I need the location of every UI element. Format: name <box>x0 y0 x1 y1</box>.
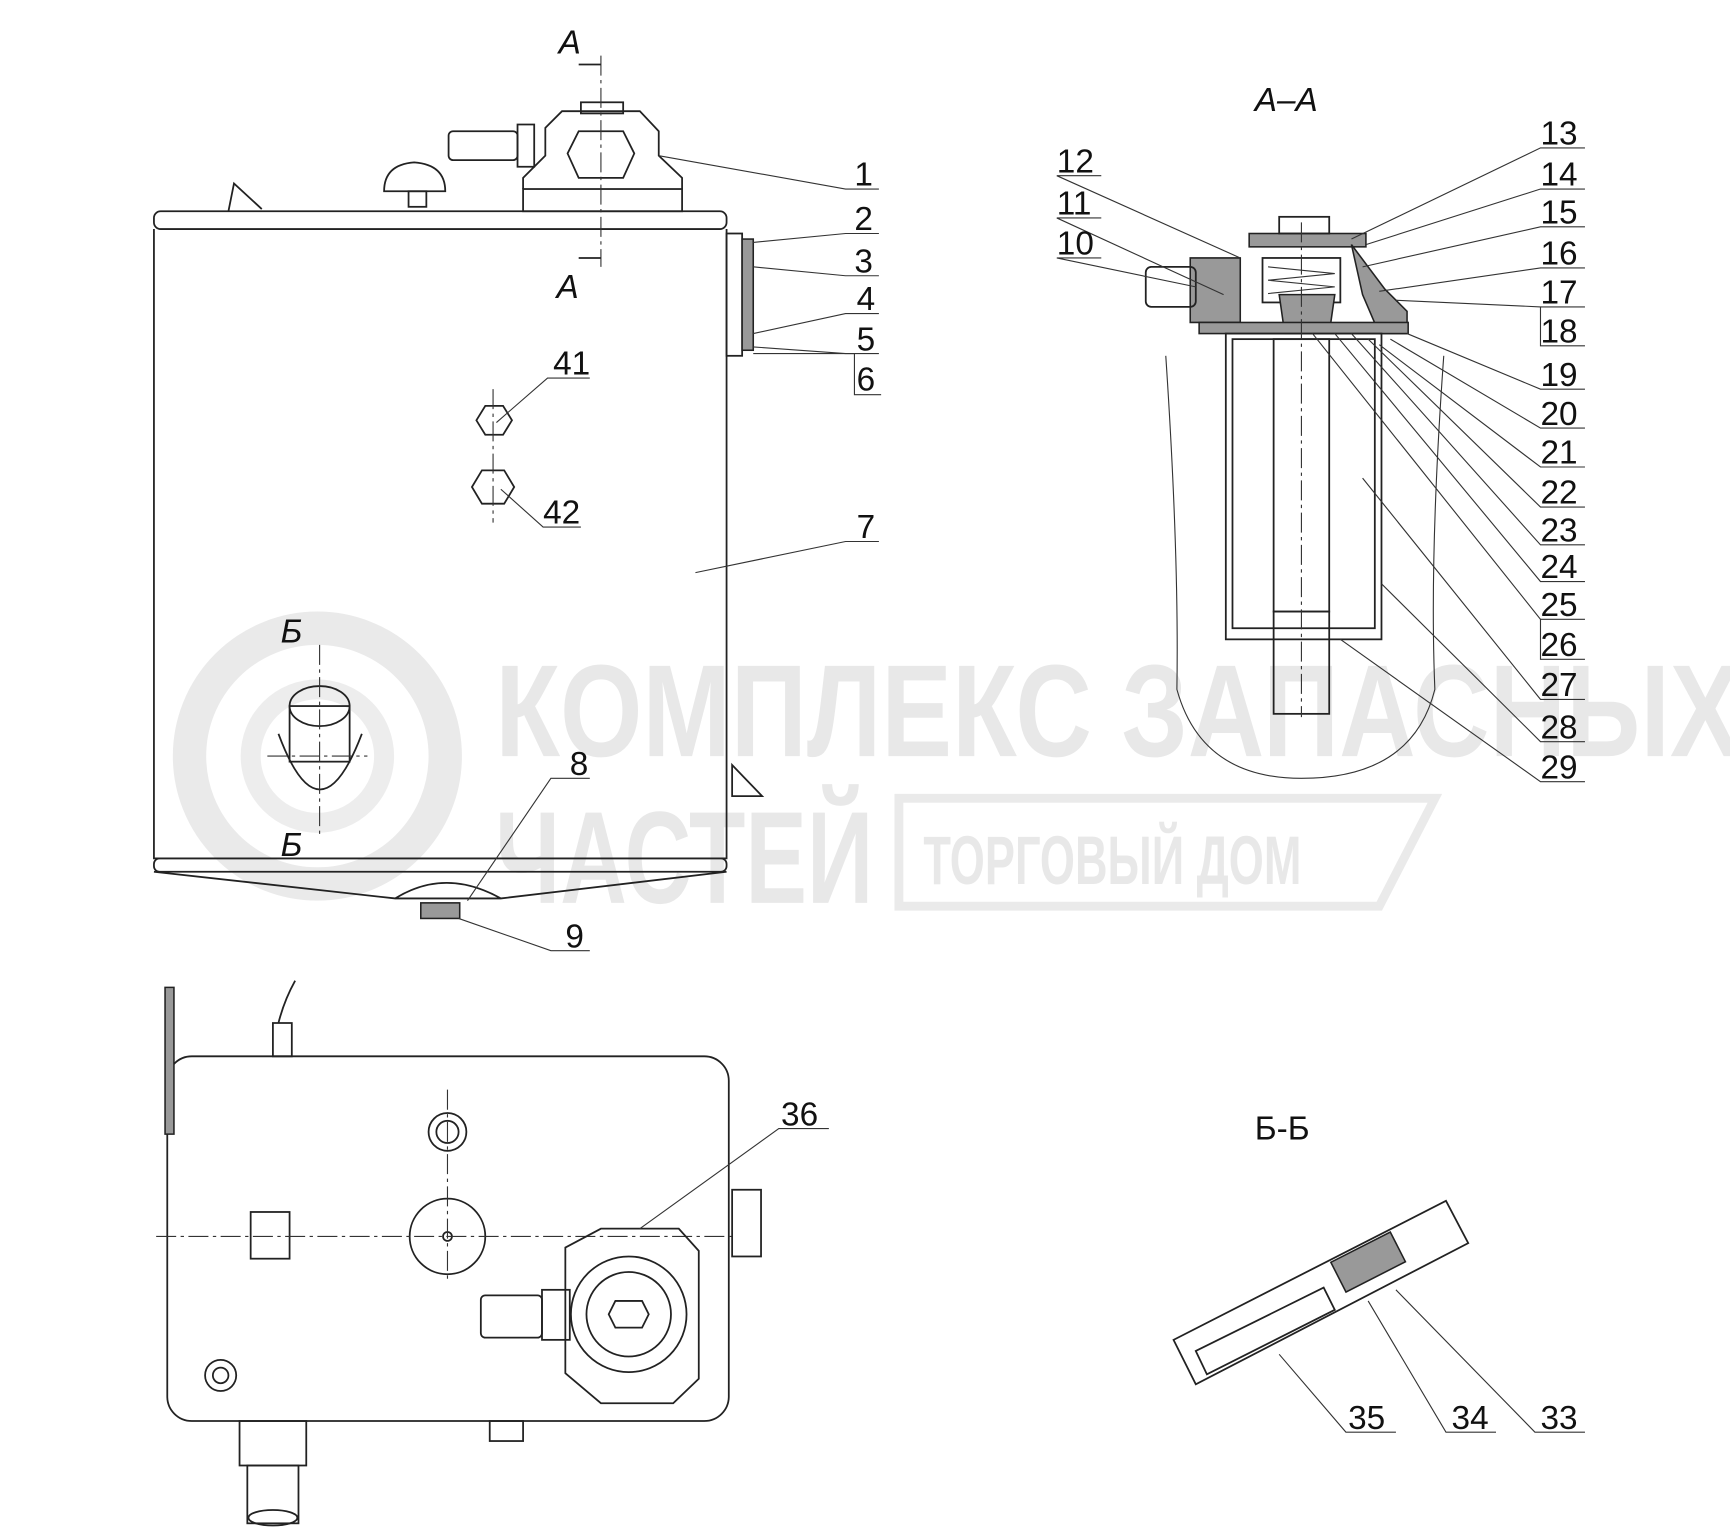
part-label-1: 1 <box>854 157 873 194</box>
part-label-3: 3 <box>854 243 873 280</box>
part-label-12: 12 <box>1057 143 1094 180</box>
part-label-21: 21 <box>1540 435 1577 472</box>
section-title-aa: А–А <box>1253 82 1318 119</box>
part-label-2: 2 <box>854 201 873 238</box>
part-label-41: 41 <box>553 346 590 383</box>
part-label-42: 42 <box>543 495 580 532</box>
part-label-13: 13 <box>1540 116 1577 153</box>
tank-front-view <box>153 55 765 920</box>
part-label-20: 20 <box>1540 396 1577 433</box>
leader-lines <box>458 147 1585 1433</box>
part-label-6: 6 <box>857 361 876 398</box>
part-label-35: 35 <box>1348 1400 1385 1437</box>
part-label-11: 11 <box>1057 186 1092 223</box>
part-label-14: 14 <box>1540 157 1577 194</box>
part-label-36: 36 <box>781 1096 818 1133</box>
part-label-9: 9 <box>565 918 584 955</box>
section-mark-b-bottom: Б <box>281 827 303 864</box>
part-label-25: 25 <box>1540 587 1577 624</box>
part-label-17: 17 <box>1540 275 1577 312</box>
section-mark-b-top: Б <box>281 614 303 651</box>
part-label-8: 8 <box>570 746 589 783</box>
part-label-28: 28 <box>1540 709 1577 746</box>
part-label-27: 27 <box>1540 667 1577 704</box>
part-label-18: 18 <box>1540 313 1577 350</box>
section-b-b <box>1172 1199 1470 1386</box>
part-label-23: 23 <box>1540 513 1577 550</box>
part-labels: 1234567891011121314151617181920212223242… <box>543 116 1577 1437</box>
part-label-4: 4 <box>857 281 876 318</box>
part-label-19: 19 <box>1540 357 1577 394</box>
part-label-26: 26 <box>1540 627 1577 664</box>
part-label-34: 34 <box>1452 1400 1489 1437</box>
watermark-line2: ЧАСТЕЙ <box>495 783 873 931</box>
part-label-7: 7 <box>857 509 876 546</box>
tank-top-view <box>156 980 762 1527</box>
part-label-15: 15 <box>1540 194 1577 231</box>
part-label-33: 33 <box>1540 1400 1577 1437</box>
section-mark-a-bottom: А <box>554 269 578 306</box>
watermark-line1: КОМПЛЕКС ЗАПАСНЫХ <box>495 637 1730 784</box>
part-label-22: 22 <box>1540 475 1577 512</box>
part-label-24: 24 <box>1540 549 1577 586</box>
watermark-tag: ТОРГОВЫЙ ДОМ <box>923 821 1301 899</box>
part-label-16: 16 <box>1540 236 1577 273</box>
part-label-29: 29 <box>1540 749 1577 786</box>
section-mark-a-top: А <box>557 24 581 61</box>
part-label-10: 10 <box>1057 226 1094 263</box>
part-label-5: 5 <box>857 321 876 358</box>
watermark: КОМПЛЕКС ЗАПАСНЫХ ЧАСТЕЙ ТОРГОВЫЙ ДОМ <box>172 611 1730 931</box>
section-title-bb: Б-Б <box>1255 1111 1310 1148</box>
